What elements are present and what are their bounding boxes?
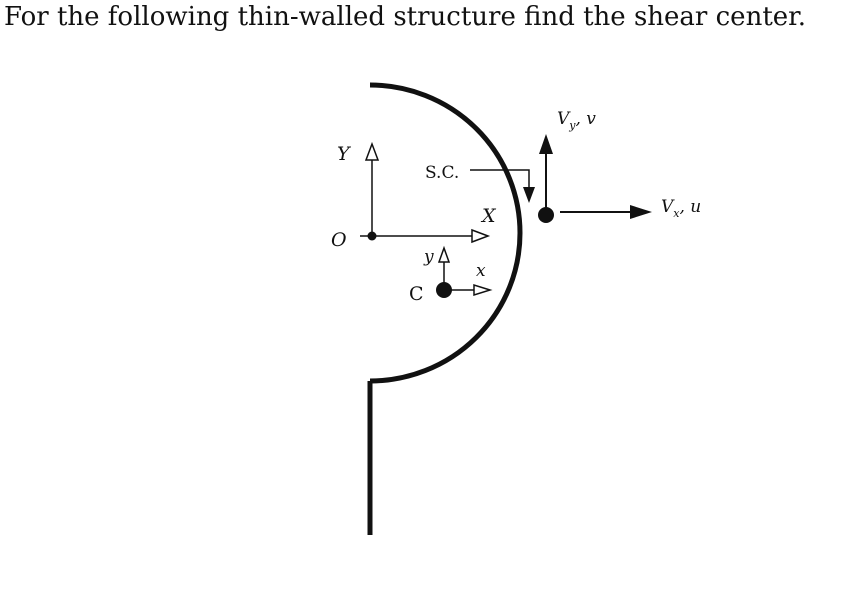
shear-center-label: S.C. xyxy=(425,163,459,183)
centroid-x-arrowhead xyxy=(473,283,493,297)
origin-label: O xyxy=(331,229,347,251)
Y-axis-label: Y xyxy=(337,143,352,165)
centroid-y-label: y xyxy=(423,247,434,267)
X-axis-arrowhead xyxy=(471,228,491,244)
Y-axis-arrowhead xyxy=(364,141,380,161)
Vy-label: Vy, v xyxy=(557,109,596,132)
shear-center-leader xyxy=(470,169,530,188)
origin-point xyxy=(367,231,377,241)
problem-statement: For the following thin-walled structure … xyxy=(4,2,806,32)
centroid-y-arrowhead xyxy=(437,245,451,263)
centroid-label: C xyxy=(409,283,424,305)
centroid-x-label: x xyxy=(476,261,486,281)
shear-center-leader-arrowhead xyxy=(523,187,535,203)
Vx-label: Vx, u xyxy=(661,197,701,220)
Vx-arrowhead xyxy=(630,205,652,219)
Vy-arrowhead xyxy=(539,134,553,154)
X-axis-label: X xyxy=(480,205,497,227)
centroid-point xyxy=(436,282,452,298)
semicircular-wall xyxy=(369,82,523,384)
